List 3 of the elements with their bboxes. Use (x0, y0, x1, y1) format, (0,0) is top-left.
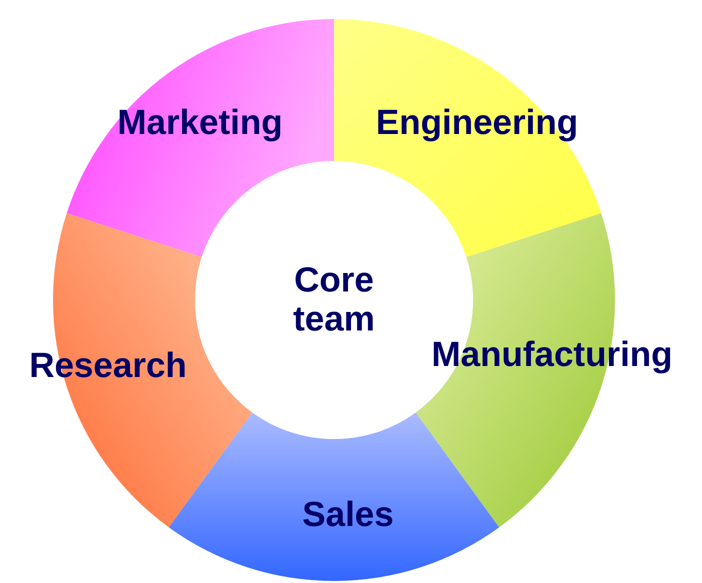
center-label: Core team (292, 262, 376, 338)
segment-label: Sales (302, 496, 394, 534)
segment-label: Marketing (117, 104, 283, 142)
